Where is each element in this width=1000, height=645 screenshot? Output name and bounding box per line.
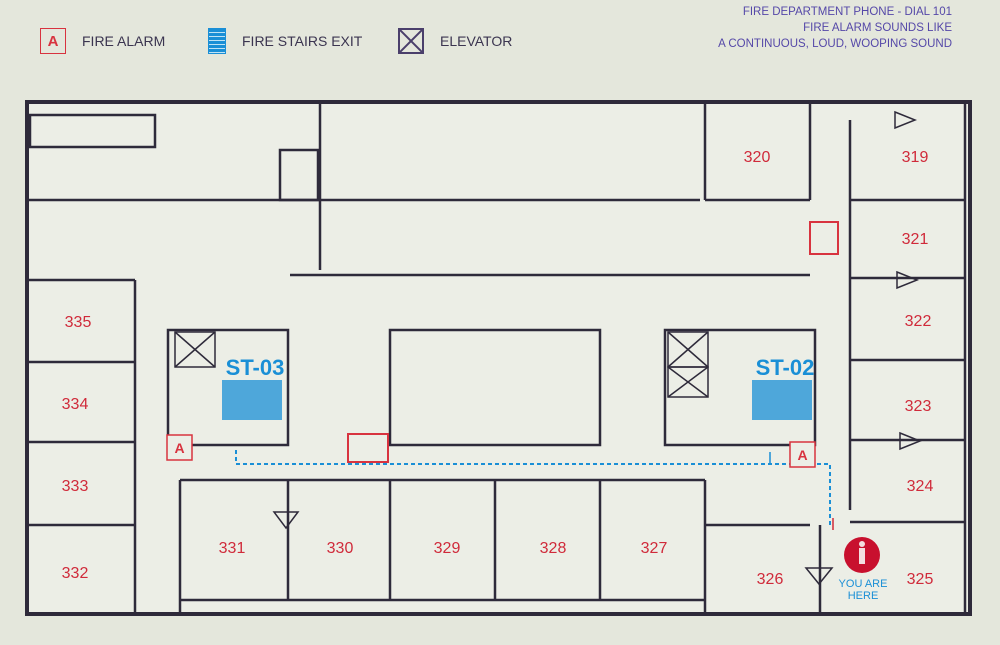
room-labels: 320 319 321 322 323 324 325 326 327 328 … [62,149,934,588]
exit-arrow-icon [896,270,920,290]
room-label: 321 [902,231,929,248]
info-line: FIRE ALARM SOUNDS LIKE [803,22,952,34]
you-are-here-label: YOU ARE HERE [838,578,888,602]
room-label: 322 [905,313,932,330]
alarm-symbol: A [174,440,184,456]
exit-arrow-icon [899,431,923,451]
exit-arrow-icon [272,511,300,530]
stairs-icon [752,380,812,420]
building-outline [25,100,972,616]
room-label: 320 [744,149,771,166]
room-label: 327 [641,540,668,557]
evacuation-route [235,450,831,525]
stairs-label: ST-02 [756,355,815,380]
alarm-symbol: A [797,447,807,463]
walls [27,102,967,614]
legend-elevator: ELEVATOR [398,28,512,54]
elevator-icon [398,28,424,54]
exit-arrow-icon [804,567,834,586]
room-label: 319 [902,149,929,166]
emergency-info: FIRE DEPARTMENT PHONE - DIAL 101 FIRE AL… [718,4,952,52]
legend-fire-alarm: A FIRE ALARM [40,28,165,54]
legend-label: FIRE ALARM [82,33,166,49]
exit-arrows [272,110,923,586]
room-label: 333 [62,478,89,495]
room-label: 326 [757,571,784,588]
room-label: 325 [907,571,934,588]
info-line: A CONTINUOUS, LOUD, WOOPING SOUND [718,38,952,50]
stairs-icon [222,380,282,420]
fire-alarm-icon: A [166,434,193,461]
elevators [174,331,709,398]
you-are-here-icon [844,537,880,573]
room-label: 330 [327,540,354,557]
fire-alarm-icon: A [40,28,66,54]
fire-alarm-icon: A [789,441,816,468]
room-label: 328 [540,540,567,557]
legend-label: ELEVATOR [440,33,513,49]
legend-fire-stairs: FIRE STAIRS EXIT [208,28,362,54]
room-label: 324 [907,478,934,495]
room-label: 332 [62,565,89,582]
room-label: 323 [905,398,932,415]
room-label: 329 [434,540,461,557]
stairs-label: ST-03 [226,355,285,380]
room-label: 334 [62,396,89,413]
room-label: 335 [65,314,92,331]
fire-hose-icon [809,221,839,255]
info-line: FIRE DEPARTMENT PHONE - DIAL 101 [742,6,952,18]
exit-arrow-icon [894,110,918,130]
stairs-icon [208,28,226,54]
room-label: 331 [219,540,246,557]
legend-label: FIRE STAIRS EXIT [242,33,363,49]
fire-extinguisher-icon [347,433,389,463]
